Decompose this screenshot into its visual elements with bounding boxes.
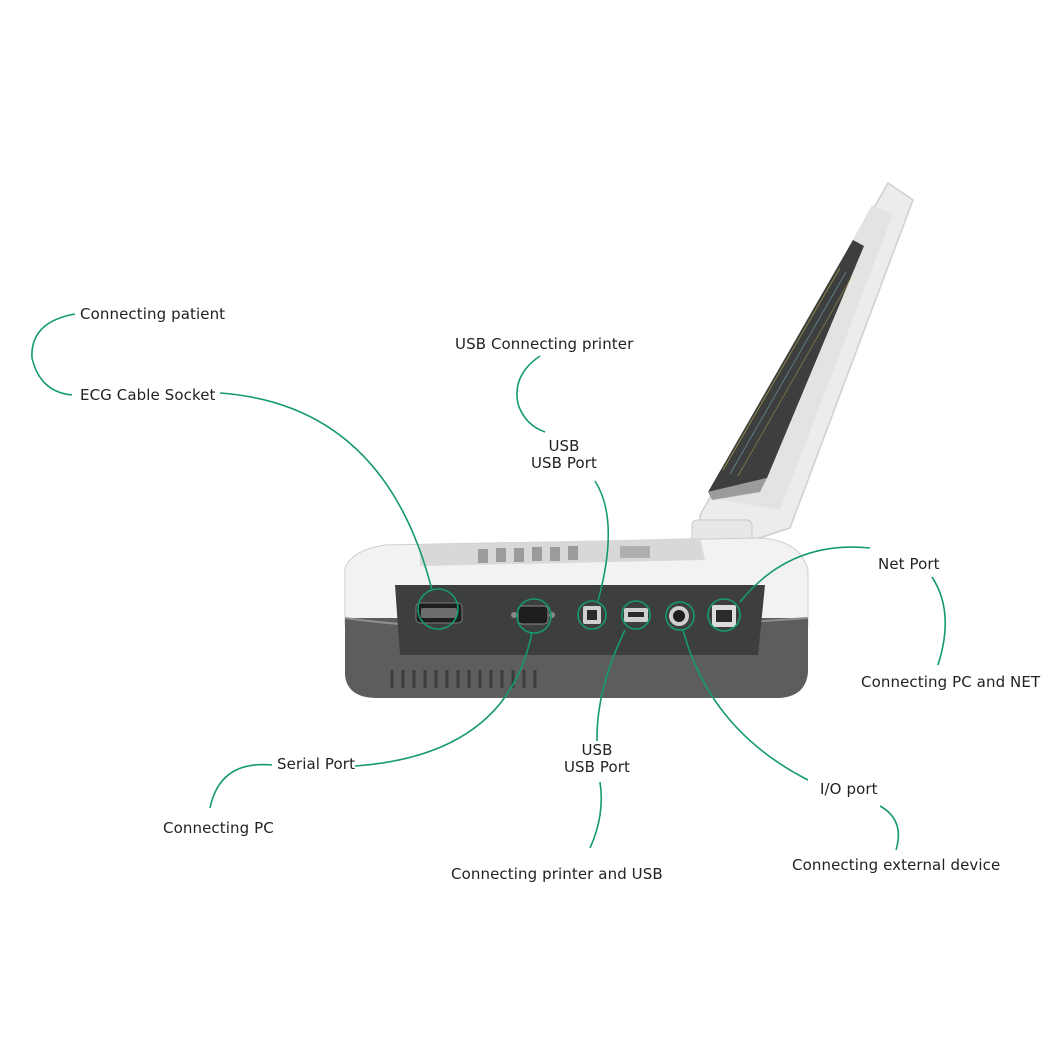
net-port	[712, 605, 736, 627]
net-desc-label: Connecting PC and NET	[861, 673, 1041, 691]
serial-port-label: Serial Port	[277, 755, 356, 773]
key-panel	[420, 538, 705, 566]
usb-bottom-label: USB	[581, 741, 613, 759]
usb-a-port	[624, 608, 648, 622]
ecg-socket-port	[415, 602, 463, 624]
io-desc-label: Connecting external device	[792, 856, 1001, 874]
screen-lid	[691, 181, 914, 549]
usb-bottom-port-label: USB Port	[563, 758, 631, 776]
ecg-patient-label: Connecting patient	[80, 305, 226, 323]
port-panel	[395, 585, 765, 655]
usb-b-port	[583, 606, 601, 624]
io-port	[669, 606, 689, 626]
usb-bottom-desc-label: Connecting printer and USB	[451, 865, 663, 883]
io-port-label: I/O port	[820, 780, 878, 798]
ecg-socket-label: ECG Cable Socket	[80, 386, 216, 404]
usb-printer-top-label: USB Connecting printer	[455, 335, 634, 353]
device-body	[344, 537, 809, 698]
port-highlights	[417, 588, 741, 634]
usb-top-port-label: USB Port	[530, 454, 598, 472]
leader-lines	[31, 313, 946, 851]
serial-desc-label: Connecting PC	[163, 819, 274, 837]
usb-top-label: USB	[548, 437, 580, 455]
net-port-label: Net Port	[878, 555, 940, 573]
